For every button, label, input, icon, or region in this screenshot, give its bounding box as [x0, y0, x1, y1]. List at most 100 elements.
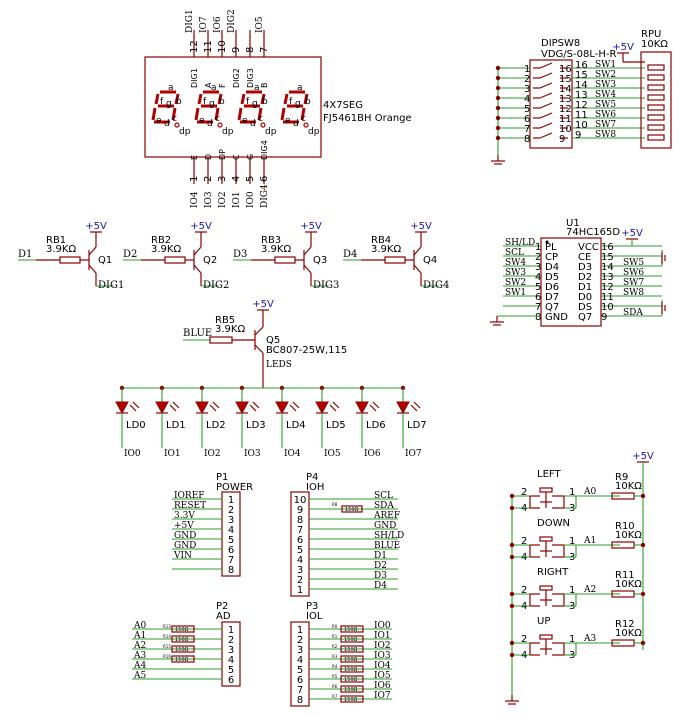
switch-lever — [539, 62, 553, 69]
net-label: SDA — [623, 308, 643, 318]
button-name: UP — [537, 616, 550, 627]
series-resistor — [341, 505, 363, 513]
dp-dot — [174, 122, 180, 128]
base-resistor — [164, 256, 186, 264]
transistor-emitter — [413, 246, 422, 256]
segment-label: dp — [222, 127, 234, 137]
pin-name: F — [218, 83, 227, 88]
junction-dot — [509, 542, 515, 548]
switch-lever — [539, 122, 553, 129]
segment — [214, 107, 220, 121]
part-name: Q1 — [98, 255, 112, 266]
net-label: IO4 — [284, 449, 301, 459]
part-name: LD6 — [366, 420, 386, 431]
net-label: A2 — [583, 585, 596, 595]
net-label: SW8 — [623, 288, 644, 298]
segment-label: b — [176, 97, 182, 107]
segment-label: b — [305, 97, 311, 107]
pin-number: 8 — [297, 695, 303, 706]
junction-dot — [640, 542, 646, 548]
pin-name: Q7 — [578, 312, 592, 323]
resistor-network-element — [647, 84, 665, 91]
net-label: SW5 — [595, 100, 616, 110]
net-label: SCL — [505, 248, 524, 258]
button-cap — [539, 487, 553, 493]
pin-name: E — [190, 155, 199, 160]
resistor-name: R0 — [332, 624, 338, 629]
led-emission — [249, 404, 257, 412]
net-label: IOREF — [174, 491, 205, 501]
junction-dot — [640, 640, 646, 646]
segment — [217, 93, 223, 105]
series-resistor — [171, 645, 195, 653]
led-emission — [292, 401, 300, 409]
part-value: 3.9KΩ — [151, 244, 181, 255]
pin-number: 11 — [203, 40, 214, 53]
net-label: SW7 — [623, 278, 644, 288]
net-label: SW2 — [595, 70, 616, 80]
net-label: IO0 — [374, 621, 391, 631]
led-symbol — [235, 401, 249, 415]
net-label: IO0 — [246, 191, 256, 208]
transistor-emitter — [303, 246, 312, 256]
resistor-network-element — [647, 94, 665, 101]
pin-number: 5 — [228, 665, 234, 676]
part-value: 3.9KΩ — [215, 324, 245, 335]
net-label: SW4 — [595, 90, 616, 100]
net-label: IO6 — [364, 449, 381, 459]
pin-number: 5 — [245, 176, 256, 182]
pin-number: 2 — [524, 74, 530, 85]
segment — [171, 107, 177, 121]
net-label: IO2 — [204, 449, 221, 459]
pin-number: 2 — [521, 634, 527, 645]
segment — [197, 93, 203, 105]
part-name: LD0 — [126, 420, 146, 431]
resistor-value: 150Ω — [344, 627, 358, 633]
series-resistor — [171, 625, 195, 633]
pin-name: D5 — [545, 272, 559, 283]
pin-number: 2 — [521, 487, 527, 498]
resistor-name: R3 — [332, 654, 338, 659]
resistor-value: 150Ω — [344, 687, 358, 693]
net-label: DIG4 — [423, 280, 449, 291]
pin-number: 3 — [524, 84, 530, 95]
part-name: RB4 — [371, 235, 391, 246]
seven-seg-digit — [280, 90, 309, 128]
segment-label: a — [254, 83, 260, 93]
net-label: IO0 — [124, 449, 141, 459]
base-resistor — [384, 256, 406, 264]
transistor-emitter — [193, 246, 202, 256]
pin-number: 1 — [569, 585, 575, 596]
pin-number: 8 — [245, 47, 256, 53]
segment — [283, 93, 289, 105]
part-value: FJ5461BH Orange — [323, 113, 412, 124]
led-emission — [132, 401, 140, 409]
button-name: DOWN — [537, 518, 570, 529]
resistor-network-body — [640, 51, 672, 149]
pin-number: 13 — [559, 94, 572, 105]
net-label: SCL — [374, 491, 393, 501]
segment-label: g — [166, 99, 172, 109]
switch-lever — [539, 92, 553, 99]
net-label: DIG4 — [260, 184, 270, 208]
supply-label: +5V — [632, 451, 654, 462]
part-name: R10 — [615, 521, 635, 532]
net-label: SH/LD — [505, 238, 535, 248]
net-label: IO3 — [374, 651, 391, 661]
pin-number: 7 — [259, 47, 270, 53]
led-emission — [289, 404, 297, 412]
net-label: IO2 — [374, 641, 391, 651]
dp-dot — [260, 122, 266, 128]
pin-name: A — [204, 82, 213, 88]
junction-dot — [509, 652, 515, 658]
segment-label: g — [295, 99, 301, 109]
segment-label: f — [160, 97, 164, 107]
pin-name: D3 — [578, 262, 592, 273]
part-name: LD2 — [206, 420, 226, 431]
segment-label: c — [172, 114, 177, 124]
resistor-value: 150Ω — [344, 667, 358, 673]
resistor-network-element — [647, 134, 665, 141]
pin-number: 9 — [297, 505, 303, 516]
net-label: IO3 — [204, 191, 214, 208]
part-name: RB3 — [261, 235, 281, 246]
